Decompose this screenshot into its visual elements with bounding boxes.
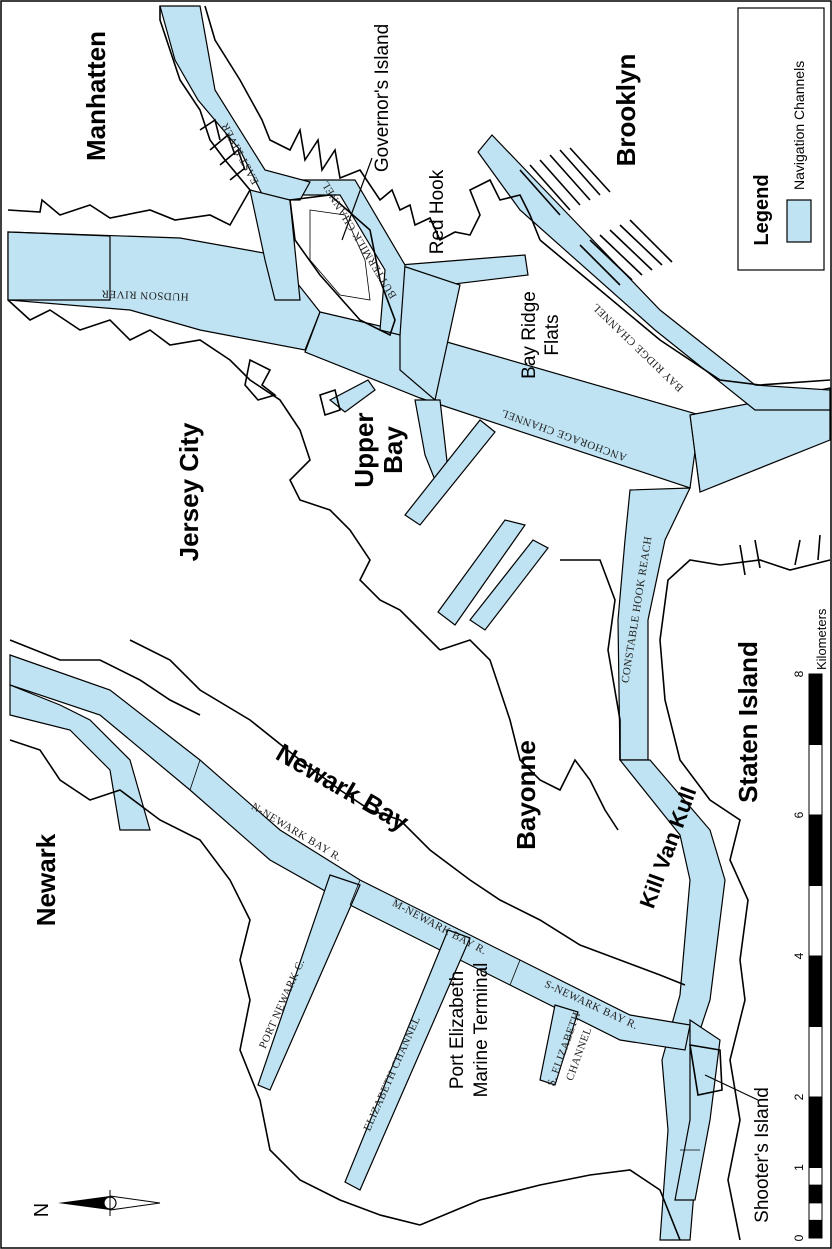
newark-shore xyxy=(9,739,421,1226)
label-port-elizabeth: Port Elizabeth xyxy=(447,971,468,1089)
north-arrow-icon xyxy=(58,1190,161,1216)
scale-tick-label: 0 xyxy=(792,1234,806,1241)
port-jersey-channel-1 xyxy=(437,519,526,626)
port-jersey-shore xyxy=(560,559,621,760)
legend-title: Legend xyxy=(751,174,773,245)
elizabeth-channel xyxy=(344,929,471,1191)
staten-island-shore xyxy=(659,559,831,1241)
shooters-island-shape xyxy=(689,1044,723,1096)
shooters-island-leader xyxy=(704,1074,759,1101)
claremont-channel xyxy=(404,419,496,526)
label-shooters-island: Shooter's Island xyxy=(752,1087,773,1223)
label-bay-ridge: Bay Ridge xyxy=(519,291,540,379)
scale-tick-label: 1 xyxy=(792,1164,806,1171)
elizabeth-shore xyxy=(419,1169,681,1241)
north-label: N xyxy=(31,1203,53,1217)
label-hudson-river: HUDSON RIVER xyxy=(101,287,189,302)
bayonne-shore xyxy=(439,639,619,831)
liberty-state-park xyxy=(244,358,341,417)
scale-segment xyxy=(808,1167,823,1186)
scale-bar: 0 1 2 4 6 8 Kilometers xyxy=(792,608,829,1241)
scale-segment xyxy=(808,1202,823,1221)
jersey-city-shore xyxy=(7,299,441,651)
label-red-hook: Red Hook xyxy=(427,169,448,254)
scale-segment xyxy=(808,1096,823,1168)
label-jersey-city: Jersey City xyxy=(174,422,204,561)
scale-segment xyxy=(808,673,823,745)
legend: Legend Navigation Channels xyxy=(737,7,825,271)
scale-unit-label: Kilometers xyxy=(814,608,829,670)
hudson-north-channel xyxy=(7,231,111,301)
scale-tick-label: 6 xyxy=(792,811,806,818)
label-governors-island: Governor's Island xyxy=(372,24,393,172)
s-elizabeth-channel xyxy=(539,1004,579,1086)
scale-segment xyxy=(808,1219,823,1239)
shorelines xyxy=(7,5,831,1241)
port-newark-channel xyxy=(257,874,361,1091)
bayonne-west-shore xyxy=(129,639,686,986)
manhattan-piers xyxy=(199,118,246,181)
scale-segment xyxy=(808,1184,823,1204)
scale-tick-label: 4 xyxy=(792,952,806,959)
scale-segment xyxy=(808,744,823,816)
east-hudson-link xyxy=(249,189,301,301)
label-bay: Bay xyxy=(378,426,408,474)
scale-segment xyxy=(808,955,823,1027)
navigation-channels xyxy=(7,5,831,1241)
label-newark: Newark xyxy=(31,833,61,926)
label-marine-terminal: Marine Terminal xyxy=(471,963,492,1098)
governors-island-leader xyxy=(341,157,373,241)
manhattan-shore xyxy=(7,6,251,227)
newark-north-shore xyxy=(9,639,201,716)
newark-upper-branch xyxy=(9,684,151,831)
brooklyn-piers xyxy=(519,147,673,286)
scale-tick-label: 8 xyxy=(792,670,806,677)
governors-island-shape xyxy=(289,194,396,337)
brooklyn-south-shore xyxy=(539,239,831,386)
label-flats: Flats xyxy=(542,314,563,355)
port-jersey-channel-2 xyxy=(469,539,549,631)
scale-segment xyxy=(808,1026,823,1098)
staten-island-piers xyxy=(739,534,821,576)
label-manhattan: Manhatten xyxy=(81,31,111,161)
label-upper: Upper xyxy=(349,412,379,487)
shooters-island-channel xyxy=(674,1018,721,1201)
governors-island-inner xyxy=(309,209,371,301)
north-arrow: N xyxy=(31,1190,161,1217)
scale-segment xyxy=(808,814,823,886)
newark-bay-channel xyxy=(9,654,691,1051)
label-staten-island: Staten Island xyxy=(733,641,763,803)
legend-swatch xyxy=(786,199,812,243)
legend-item-label: Navigation Channels xyxy=(791,61,807,190)
label-brooklyn: Brooklyn xyxy=(611,54,641,167)
brooklyn-shore xyxy=(204,5,541,242)
scale-tick-label: 2 xyxy=(792,1093,806,1100)
label-bayonne: Bayonne xyxy=(511,740,541,850)
east-river-channel xyxy=(159,5,311,201)
scale-segment xyxy=(808,885,823,957)
